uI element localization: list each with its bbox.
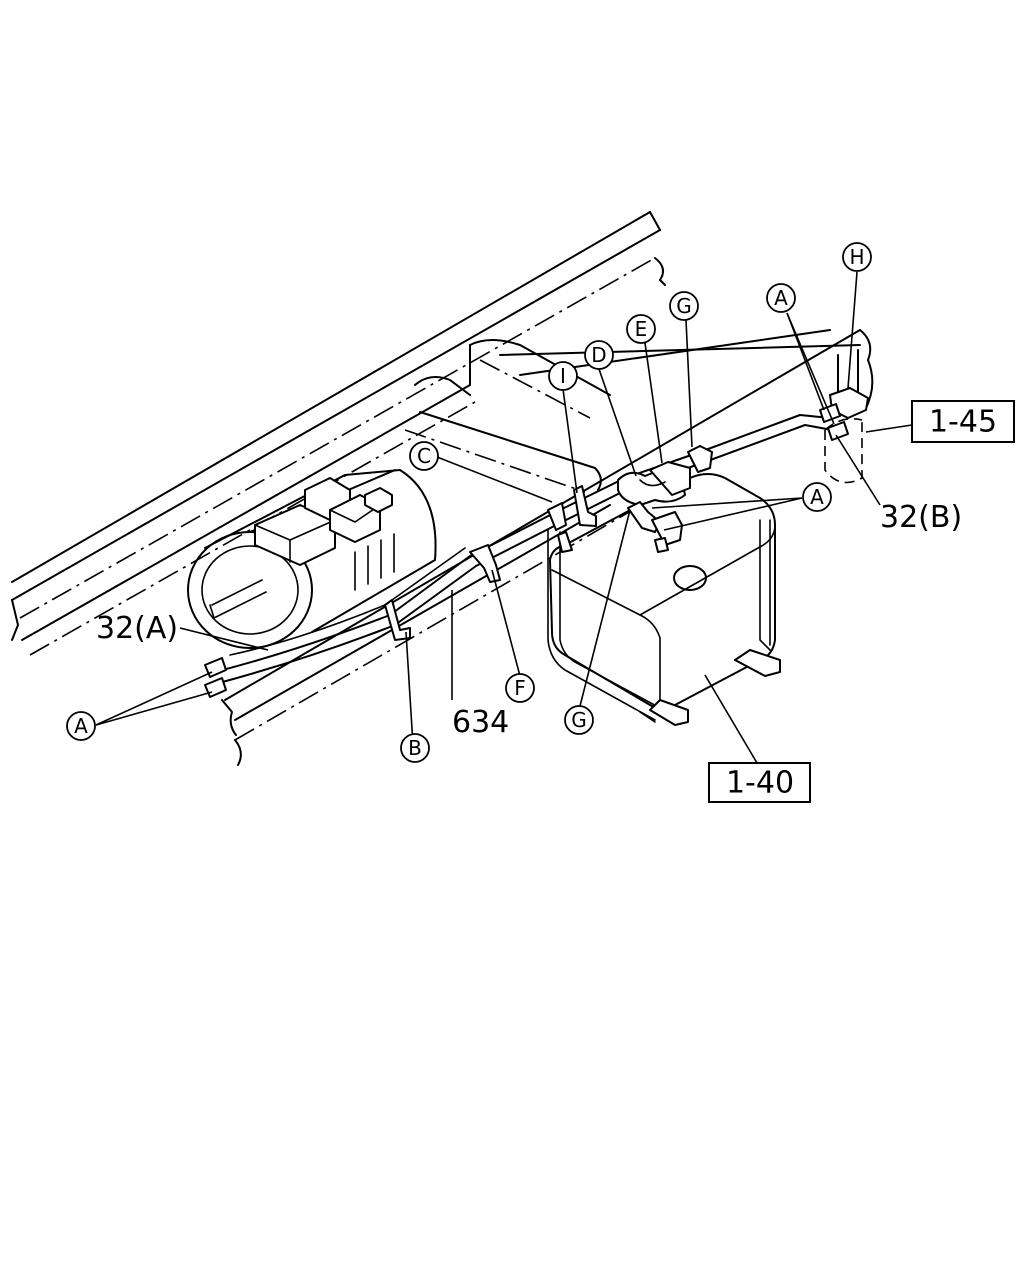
svg-text:1-45: 1-45	[929, 405, 997, 440]
air-tank	[187, 469, 437, 649]
part-label-32a: 32(A)	[96, 611, 178, 646]
callout-i: I	[548, 361, 578, 391]
svg-text:E: E	[635, 317, 648, 341]
svg-text:H: H	[849, 245, 864, 269]
frame-rail-upper	[11, 211, 666, 656]
ref-box-1-45: 1-45	[911, 400, 1015, 443]
svg-text:G: G	[571, 708, 587, 732]
callout-e: E	[626, 314, 656, 344]
callout-g-bottom: G	[564, 705, 594, 735]
svg-text:1-40: 1-40	[726, 766, 794, 801]
callout-a-left: A	[66, 711, 96, 741]
callout-c: C	[409, 441, 439, 471]
svg-text:F: F	[514, 676, 526, 700]
svg-text:I: I	[560, 364, 566, 388]
svg-text:C: C	[417, 444, 431, 468]
svg-text:B: B	[408, 736, 422, 760]
svg-text:G: G	[676, 294, 692, 318]
leader-lines	[95, 271, 913, 769]
callout-d: D	[584, 340, 614, 370]
svg-text:A: A	[74, 714, 88, 738]
callout-g-top: G	[669, 291, 699, 321]
svg-text:A: A	[810, 485, 824, 509]
svg-text:D: D	[591, 343, 606, 367]
part-label-32b: 32(B)	[880, 500, 962, 535]
callout-h: H	[842, 242, 872, 272]
callout-a-right-top: A	[766, 283, 796, 313]
callout-b: B	[400, 733, 430, 763]
svg-text:A: A	[774, 286, 788, 310]
callout-f: F	[505, 673, 535, 703]
ref-box-1-40: 1-40	[708, 762, 811, 803]
part-label-634: 634	[452, 705, 509, 740]
callout-a-right-mid: A	[802, 482, 832, 512]
